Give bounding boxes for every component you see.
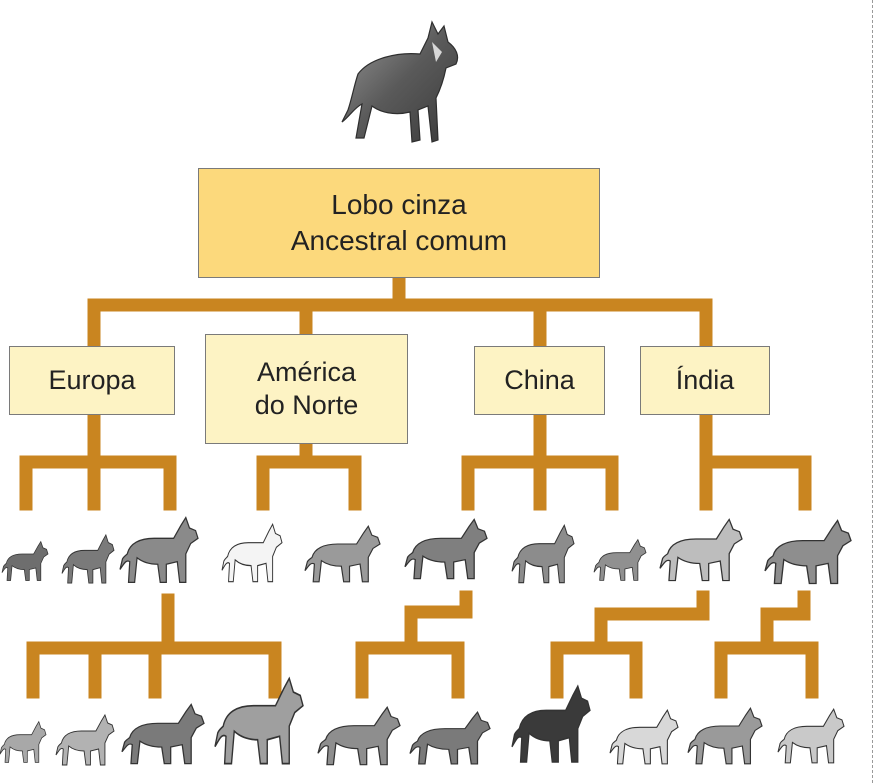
region-node-north-america: América do Norte (205, 334, 408, 444)
root-line-1: Lobo cinza (331, 189, 467, 220)
dog-icon (777, 707, 845, 764)
region-label-line-2: do Norte (254, 390, 359, 420)
root-node-gray-wolf: Lobo cinza Ancestral comum (198, 168, 600, 278)
dog-icon (511, 684, 591, 763)
dog-icon (609, 708, 679, 765)
dog-icon (1, 540, 49, 581)
wolf-icon (341, 20, 459, 143)
page-edge-divider (872, 0, 873, 783)
dog-icon (409, 710, 491, 765)
region-node-china: China (474, 346, 605, 415)
dog-icon (404, 518, 488, 580)
dog-icon (61, 533, 115, 584)
region-node-india: Índia (640, 346, 770, 415)
dog-icon (511, 524, 575, 584)
dog-icon (593, 538, 647, 581)
dog-icon (121, 703, 205, 765)
dog-icon (764, 519, 852, 585)
region-label: Europa (48, 365, 136, 395)
dog-icon (0, 720, 47, 763)
root-line-2: Ancestral comum (290, 225, 508, 256)
dog-icon (304, 525, 381, 583)
branch-lines (19, 271, 819, 699)
region-label-line-1: América (256, 357, 357, 387)
dog-icon (55, 713, 115, 766)
dog-icon (214, 676, 304, 765)
dog-icon (119, 516, 199, 584)
dog-row-upper (1, 516, 852, 585)
dog-icon (687, 707, 763, 765)
dog-icon (221, 523, 283, 583)
region-node-europe: Europa (9, 346, 175, 415)
dog-icon (317, 706, 401, 766)
region-label: China (504, 365, 575, 395)
dog-row-lower (0, 676, 845, 766)
region-label: Índia (675, 365, 735, 395)
dog-icon (659, 518, 743, 582)
